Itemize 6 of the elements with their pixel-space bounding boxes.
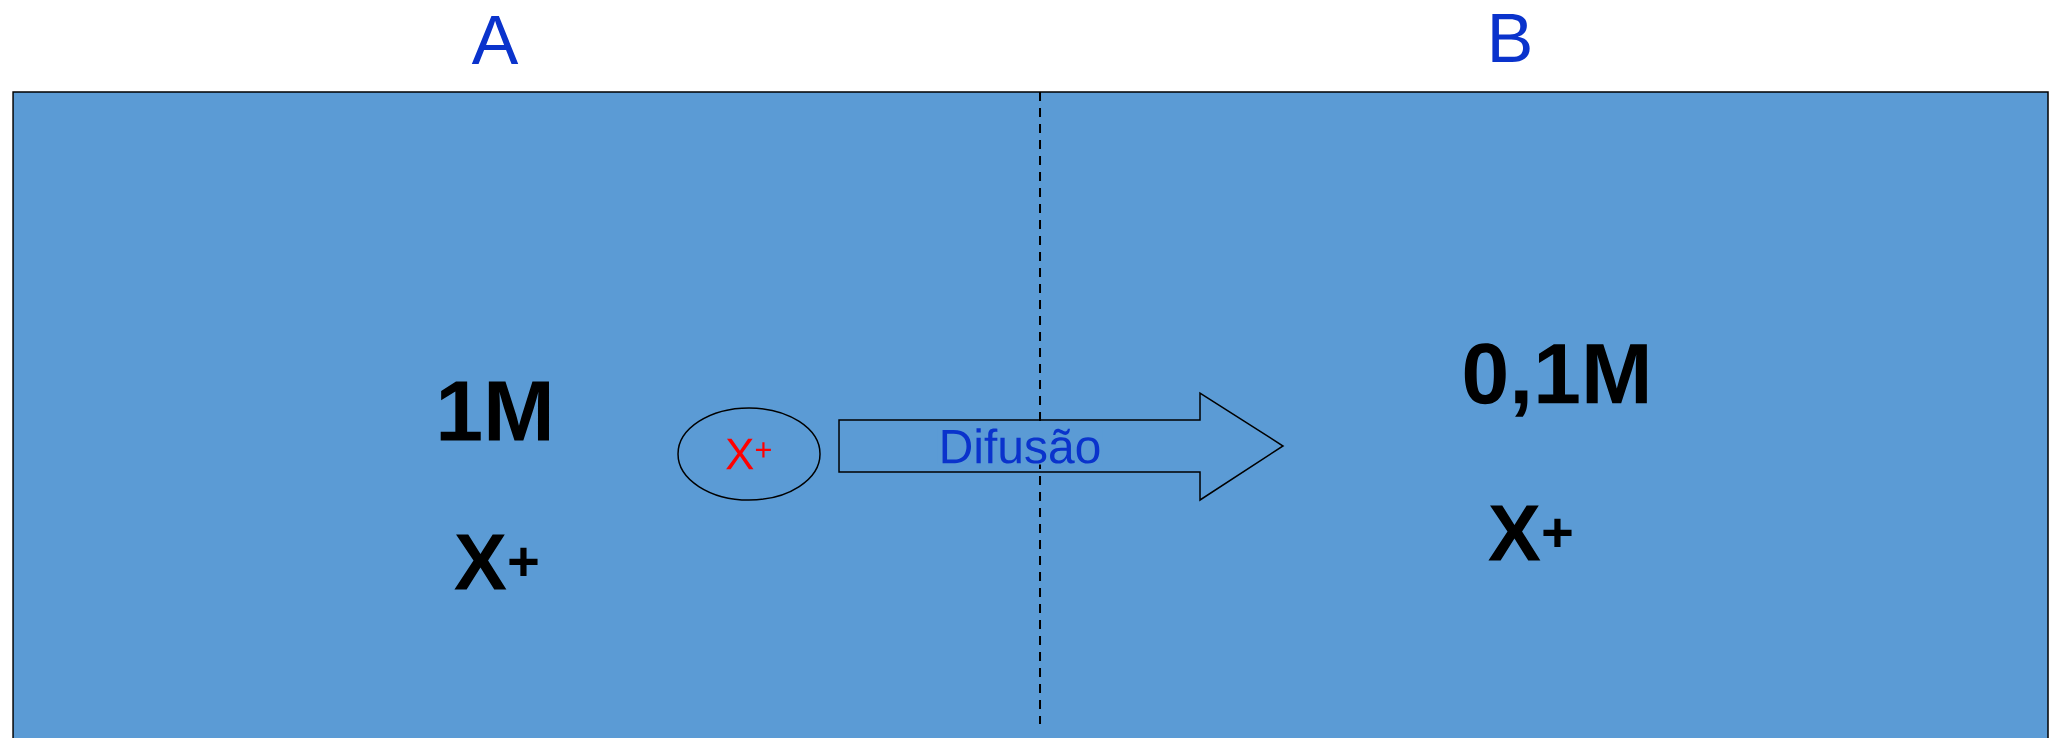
concentration-label: 0,1M (1464, 343, 1647, 417)
side-label: A (471, 15, 519, 65)
concentration-label: 1M (440, 381, 549, 441)
side-label: B (1492, 13, 1530, 63)
ion-label: X$^{+}$ (1488, 505, 1572, 561)
ion-label: X$^{+}$ (454, 534, 538, 590)
